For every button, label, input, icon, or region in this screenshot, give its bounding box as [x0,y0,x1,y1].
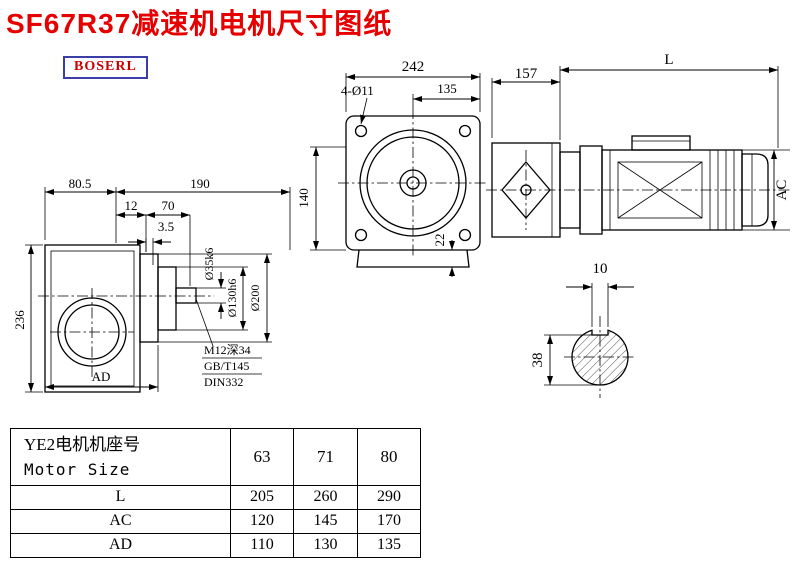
dim-L: L [664,52,673,68]
note-gb-standard: GB/T145 [204,359,249,373]
dim-bolt-holes: 4-Ø11 [341,83,374,98]
note-din-standard: DIN332 [204,375,243,389]
dim-12: 12 [125,198,138,213]
dim-140: 140 [296,188,311,208]
shaft-cross-section: 10 38 [530,261,636,398]
table-row-L: L 205 260 290 [10,484,421,510]
value-AD-63: 110 [230,532,294,558]
value-AC-80: 170 [357,508,421,534]
dim-3-5: 3.5 [158,219,174,234]
dim-AC: AC [774,180,790,201]
table-header-row: YE2电机机座号 Motor Size 63 71 80 [10,428,421,486]
dim-236: 236 [12,310,27,330]
brand-logo: BOSERL [63,56,148,79]
dim-ad: AD [92,369,111,384]
dim-190: 190 [190,176,210,191]
value-AC-71: 145 [293,508,358,534]
page-title: SF67R37减速机电机尺寸图纸 [6,8,393,39]
row-label-AD: AD [10,532,231,558]
dim-70: 70 [162,198,175,213]
header-size-63: 63 [230,428,294,486]
flange-front-view: 242 135 4-Ø11 140 22 [296,59,488,277]
value-AD-71: 130 [293,532,358,558]
value-AC-63: 120 [230,508,294,534]
header-label-cn: YE2电机机座号 [24,435,141,454]
value-AD-80: 135 [357,532,421,558]
dim-157: 157 [515,66,538,82]
value-L-71: 260 [293,484,358,510]
header-label-en: Motor Size [24,459,131,479]
header-motor-size-cell: YE2电机机座号 Motor Size [10,428,231,486]
motor-size-table: YE2电机机座号 Motor Size 63 71 80 L 205 260 2… [10,428,421,558]
row-label-AC: AC [10,508,231,534]
row-label-L: L [10,484,231,510]
gearbox-side-view: 80.5 190 12 70 3.5 236 AD Ø35k6 Ø130h6 Ø… [12,176,291,393]
header-size-71: 71 [293,428,358,486]
dim-shaft-dia: Ø35k6 [202,248,216,281]
header-size-80: 80 [357,428,421,486]
dim-38: 38 [530,353,546,368]
dim-80-5: 80.5 [69,176,92,191]
value-L-63: 205 [230,484,294,510]
value-L-80: 290 [357,484,421,510]
dim-key-10: 10 [593,261,608,277]
table-row-AD: AD 110 130 135 [10,532,421,558]
dim-242: 242 [402,59,425,75]
dim-22: 22 [432,234,447,247]
technical-drawing: 80.5 190 12 70 3.5 236 AD Ø35k6 Ø130h6 Ø… [12,52,792,398]
dim-flange-dia: Ø200 [248,285,262,312]
note-tap-hole: M12深34 [204,343,251,357]
dim-135: 135 [437,81,457,96]
table-row-AC: AC 120 145 170 [10,508,421,534]
dim-spigot-dia: Ø130h6 [225,279,239,318]
gearmotor-side-view: 157 L AC [486,52,792,238]
